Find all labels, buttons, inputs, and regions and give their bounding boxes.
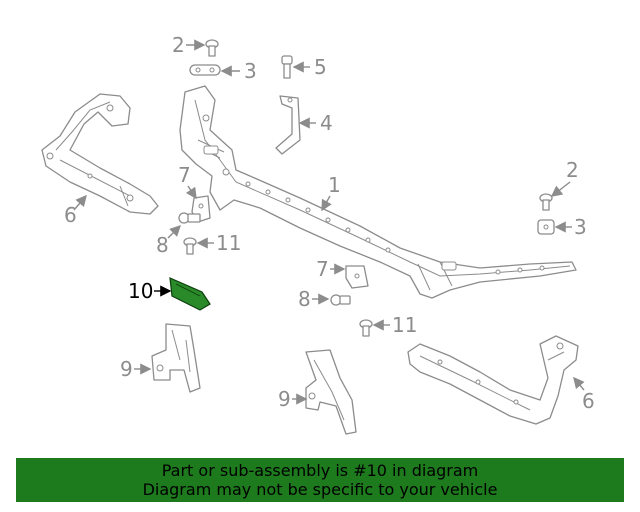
part-4-bracket [275,95,301,155]
part-6-right-bracket [407,335,579,425]
part-3-right-washer [537,219,555,235]
part-1-radiator-support [179,85,577,299]
svg-text:7: 7 [316,257,329,281]
callout-2-right: 2 [550,158,579,197]
callout-3-top: 3 [220,59,257,83]
part-2-right-bolt [539,193,553,211]
banner-line-disclaimer: Diagram may not be specific to your vehi… [142,480,498,499]
svg-text:8: 8 [298,287,311,311]
svg-text:1: 1 [328,173,341,197]
callout-1: 1 [321,173,341,212]
svg-text:7: 7 [178,163,191,187]
svg-text:6: 6 [64,203,77,227]
callout-6-right: 6 [573,376,595,413]
callout-9-left: 9 [120,357,152,381]
callout-7-mid: 7 [316,257,346,281]
svg-text:11: 11 [216,231,241,255]
part-10-highlighted-plate [169,277,211,311]
svg-text:2: 2 [172,33,185,57]
svg-text:9: 9 [278,387,291,411]
callout-10: 10 [128,279,172,303]
part-11-left-fastener [183,237,197,255]
part-8-mid-bolt [330,294,351,306]
part-3-top-washer [189,64,221,76]
svg-text:9: 9 [120,357,133,381]
callout-3-right: 3 [554,215,587,239]
callout-8-left: 8 [156,225,181,257]
banner-line-part-number: Part or sub-assembly is #10 in diagram [161,461,479,480]
callout-4: 4 [298,111,333,135]
svg-text:4: 4 [320,111,333,135]
svg-text:6: 6 [582,389,595,413]
part-notice-banner: Part or sub-assembly is #10 in diagram D… [16,458,624,502]
part-9-mid-bracket [305,349,357,435]
svg-text:10: 10 [128,279,153,303]
part-7-mid-plate [345,265,369,289]
callout-9-mid: 9 [278,387,308,411]
part-5-bolt [281,55,293,79]
svg-text:3: 3 [244,59,257,83]
callout-5: 5 [292,55,327,79]
svg-text:2: 2 [566,158,579,182]
svg-text:3: 3 [574,215,587,239]
part-2-top-bolt [205,39,219,57]
parts-diagram: 1 2 3 5 4 2 3 6 7 8 11 10 [41,33,595,435]
part-6-left-bracket [41,93,159,215]
svg-text:5: 5 [314,55,327,79]
callout-6-left: 6 [64,194,87,227]
callout-2-top: 2 [172,33,206,57]
svg-text:8: 8 [156,233,169,257]
callout-11-mid: 11 [372,313,417,337]
part-11-mid-fastener [359,319,373,337]
callout-8-mid: 8 [298,287,330,311]
callout-11-left: 11 [196,231,241,255]
callout-7-left: 7 [178,163,197,200]
svg-text:11: 11 [392,313,417,337]
part-1-holes [202,114,545,275]
part-8-left-bolt [178,212,201,224]
part-9-left-bracket [151,323,201,393]
